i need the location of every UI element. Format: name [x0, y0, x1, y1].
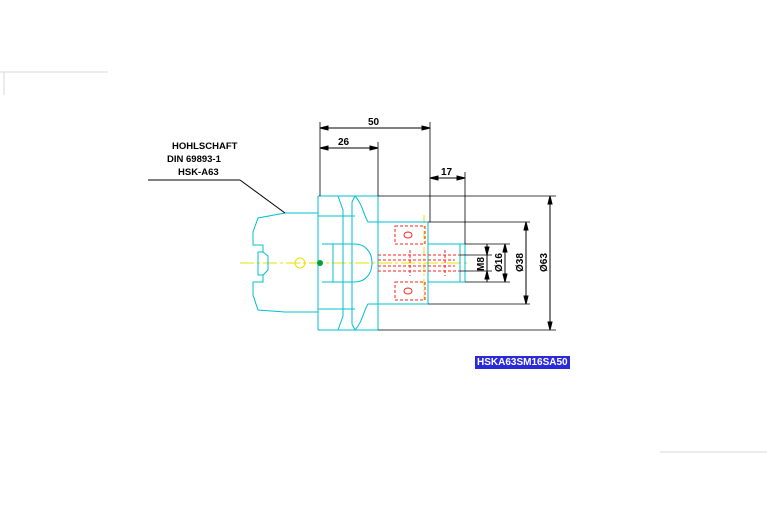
dimension-17: 17 — [441, 167, 453, 178]
part-code-label: HSKA63SM16SA50 — [475, 356, 570, 369]
dimension-dia-16: Ø16 — [494, 253, 505, 272]
note-line-2: DIN 69893-1 — [167, 154, 222, 165]
dimension-26: 26 — [338, 137, 350, 148]
screw-holes — [403, 231, 413, 295]
centerline — [240, 215, 470, 300]
dimension-lines — [148, 122, 556, 331]
origin-marker-icon — [317, 260, 323, 266]
hidden-lines — [378, 225, 460, 301]
dimension-dia-38: Ø38 — [515, 253, 526, 272]
note-line-3: HSK-A63 — [178, 167, 219, 178]
dimension-50: 50 — [368, 117, 380, 128]
dimension-m8: M8 — [476, 257, 487, 271]
dimension-dia-63: Ø63 — [539, 253, 550, 272]
sheet-border — [0, 71, 767, 453]
note-line-1: HOHLSCHAFT — [172, 141, 238, 152]
